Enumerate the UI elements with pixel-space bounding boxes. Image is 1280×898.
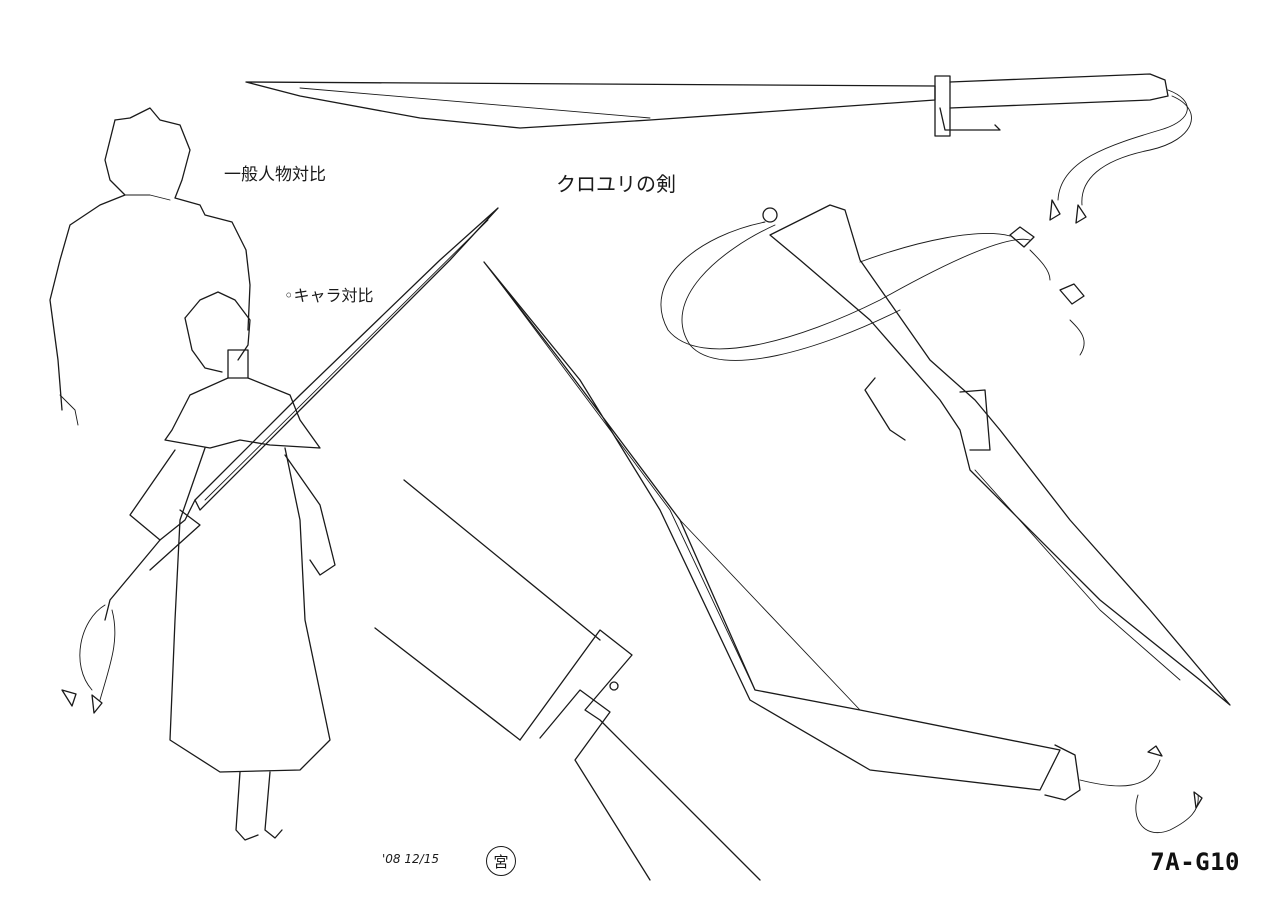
blade-closeup — [483, 261, 1203, 833]
general-person-silhouette — [49, 107, 251, 426]
general-comparison-label: 一般人物対比 — [224, 165, 326, 185]
sheet-code: 7A-G10 — [1150, 848, 1240, 876]
character-figure — [129, 291, 336, 841]
hilt-closeup — [374, 479, 761, 881]
sheet-date: '08 12/15 — [382, 852, 439, 866]
held-sword — [61, 207, 499, 714]
artist-stamp-icon: 宮 — [486, 846, 516, 876]
sword-title-label: クロユリの剣 — [556, 172, 676, 196]
sword-side-view — [245, 73, 1192, 224]
stamp-text: 宮 — [493, 852, 509, 871]
character-comparison-label: ◦キャラ対比 — [284, 286, 374, 305]
sword-three-quarter-view — [660, 204, 1231, 706]
